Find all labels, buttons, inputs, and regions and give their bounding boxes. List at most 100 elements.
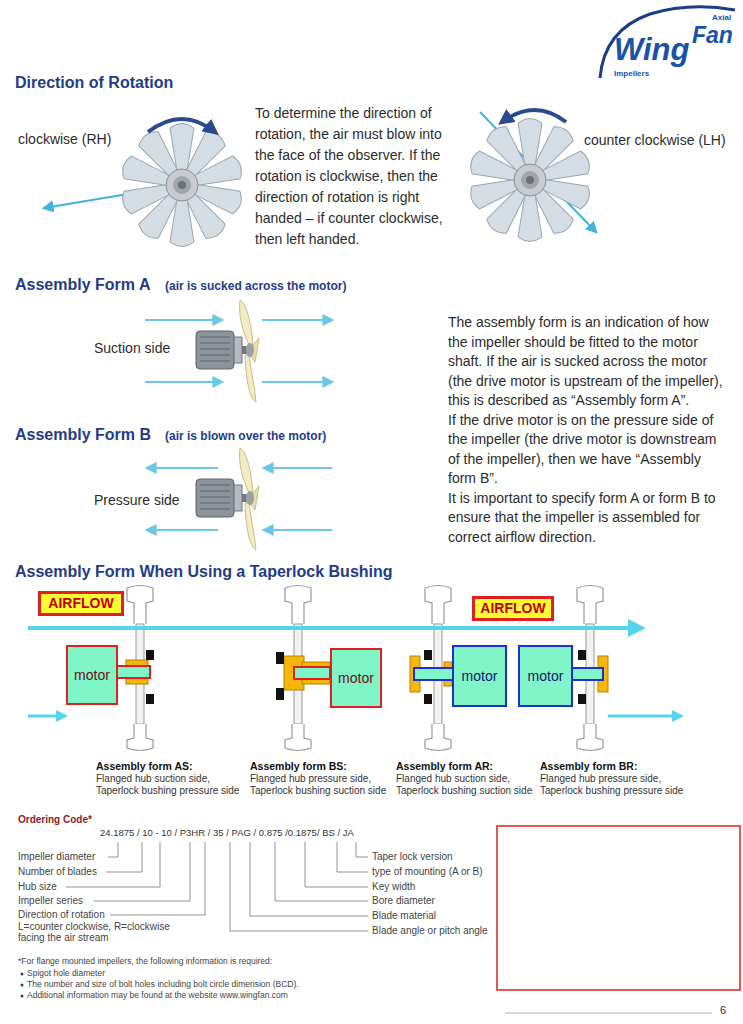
hub-assembly [578, 694, 586, 704]
code-part-label: Direction of rotation [18, 909, 105, 921]
airflow-arrows [145, 381, 222, 383]
leader-lines [108, 842, 118, 857]
caption-title: Assembly form AR: [396, 760, 546, 773]
code-part-label-holder: Impeller diameter [18, 851, 95, 863]
airflow-arrows [145, 319, 222, 321]
hub-assembly [414, 668, 454, 680]
code-part-label: Impeller series [18, 895, 83, 907]
page-number-holder: 6 [720, 1004, 726, 1017]
code-part-label: Key width [372, 881, 415, 893]
hub-assembly [424, 650, 432, 660]
hub-assembly [571, 650, 608, 704]
bullet-dots [21, 973, 24, 976]
code-part-label-holder: Key width [372, 881, 415, 893]
code-part-label: Blade angle or pitch angle [372, 925, 488, 937]
fan-front-view [173, 176, 191, 194]
illustration [196, 300, 259, 402]
code-part-label-holder: type of mounting (A or B) [372, 866, 483, 878]
rotation-arrow [502, 110, 566, 122]
code-part-label-holder: Impeller series [18, 895, 83, 907]
rotation-label: clockwise (RH) [18, 131, 111, 147]
section-subheading: (air is blown over the motor) [165, 430, 326, 444]
body-text: The assembly form is an indication of ho… [448, 313, 728, 411]
airflow-arrow [56, 710, 68, 722]
body-text: If the drive motor is on the pressure si… [448, 411, 728, 489]
section-heading: Assembly Form A [15, 276, 150, 294]
footnote: *For flange mounted impellers, the follo… [18, 957, 272, 967]
side-label: Suction side [94, 340, 170, 356]
airflow-arrow [672, 710, 684, 722]
airflow-arrows [147, 529, 218, 531]
logo-tagline: Axial [712, 14, 731, 22]
rotation-label-holder: counter clockwise (LH) [584, 132, 726, 148]
leader-lines [230, 842, 368, 931]
code-part-label-holder: Bore diameter [372, 895, 435, 907]
hub-assembly [571, 668, 603, 680]
airflow-arrow [608, 715, 672, 718]
code-part-label: Bore diameter [372, 895, 435, 907]
leader-lines [66, 842, 368, 931]
airflow-arrows [264, 529, 332, 531]
bullet-dots [21, 973, 24, 998]
code-part-label-holder: Blade material [372, 910, 436, 922]
bullet-dots [21, 995, 24, 998]
fan-front-view [178, 181, 186, 189]
leader-lines [356, 842, 368, 857]
section-heading-holder: Direction of Rotation [15, 74, 173, 92]
hub-assembly [578, 650, 586, 660]
footnote-item: Spigot hole diameter [27, 969, 105, 979]
motor-box: motor [330, 648, 382, 708]
illustration [196, 448, 259, 550]
text-column: Assembly form AR:Flanged hub suction sid… [396, 760, 546, 798]
airflow-tag: AIRFLOW [472, 596, 554, 621]
section-heading: Direction of Rotation [15, 74, 173, 92]
code-part-label: Impeller diameter [18, 851, 95, 863]
body-text: It is important to specify form A or for… [448, 489, 728, 548]
logo-word-holder: Fan [692, 24, 733, 47]
caption-title: Assembly form AS: [96, 760, 246, 773]
hub-assembly [146, 650, 154, 660]
logo-swoosh [600, 7, 735, 78]
side-label: Pressure side [94, 492, 180, 508]
hub-assembly [116, 650, 154, 704]
caption-text: Flanged hub pressure side, Taperlock bus… [540, 773, 690, 798]
airflow-arrows [262, 319, 332, 321]
leader-lines [250, 842, 368, 916]
footnote-item: The number and size of bolt holes includ… [27, 980, 299, 990]
code-part-label: Blade material [372, 910, 436, 922]
code-part-label: Number of blades [18, 866, 97, 878]
code-part-label-holder: Hub size [18, 881, 57, 893]
hub-assembly [410, 650, 454, 704]
node-text: motor [462, 668, 498, 684]
leader-lines [110, 842, 205, 915]
page-number: 6 [720, 1004, 726, 1017]
ordering-code: 24.1875 / 10 - 10 / P3HR / 35 / PAG / 0.… [100, 828, 354, 839]
footnote-item-holder: Additional information may be found at t… [27, 991, 288, 1001]
text-column: Assembly form BS:Flanged hub pressure si… [250, 760, 400, 798]
bullet-dots [21, 984, 24, 987]
fan-front-view [468, 119, 592, 242]
leader-lines [305, 842, 368, 887]
rotation-label: counter clockwise (LH) [584, 132, 726, 148]
node-text: motor [528, 668, 564, 684]
hub-assembly [294, 667, 330, 679]
fan-front-view [521, 171, 539, 189]
fan-front-view [514, 164, 546, 196]
code-part-label-holder: Blade angle or pitch angle [372, 925, 488, 937]
logo-tagline: Impellers [614, 70, 649, 78]
motor-box: motor [518, 645, 573, 707]
airflow-arrows [147, 467, 218, 469]
hub-assembly [276, 652, 330, 700]
logo-word-holder: Wing [614, 34, 689, 65]
leader-lines [275, 842, 368, 901]
body-text: To determine the direction of rotation, … [255, 103, 457, 250]
fan-front-view [120, 124, 244, 247]
rotation-label-holder: clockwise (RH) [18, 131, 111, 147]
footnote-holder: *For flange mounted impellers, the follo… [18, 957, 272, 967]
section-heading-holder: Assembly Form B [15, 426, 151, 444]
footnote-item: Additional information may be found at t… [27, 991, 288, 1001]
side-label-holder: Suction side [94, 340, 170, 356]
logo-tagline-holder: Impellers [614, 70, 649, 78]
airflow-tag: AIRFLOW [38, 591, 124, 616]
